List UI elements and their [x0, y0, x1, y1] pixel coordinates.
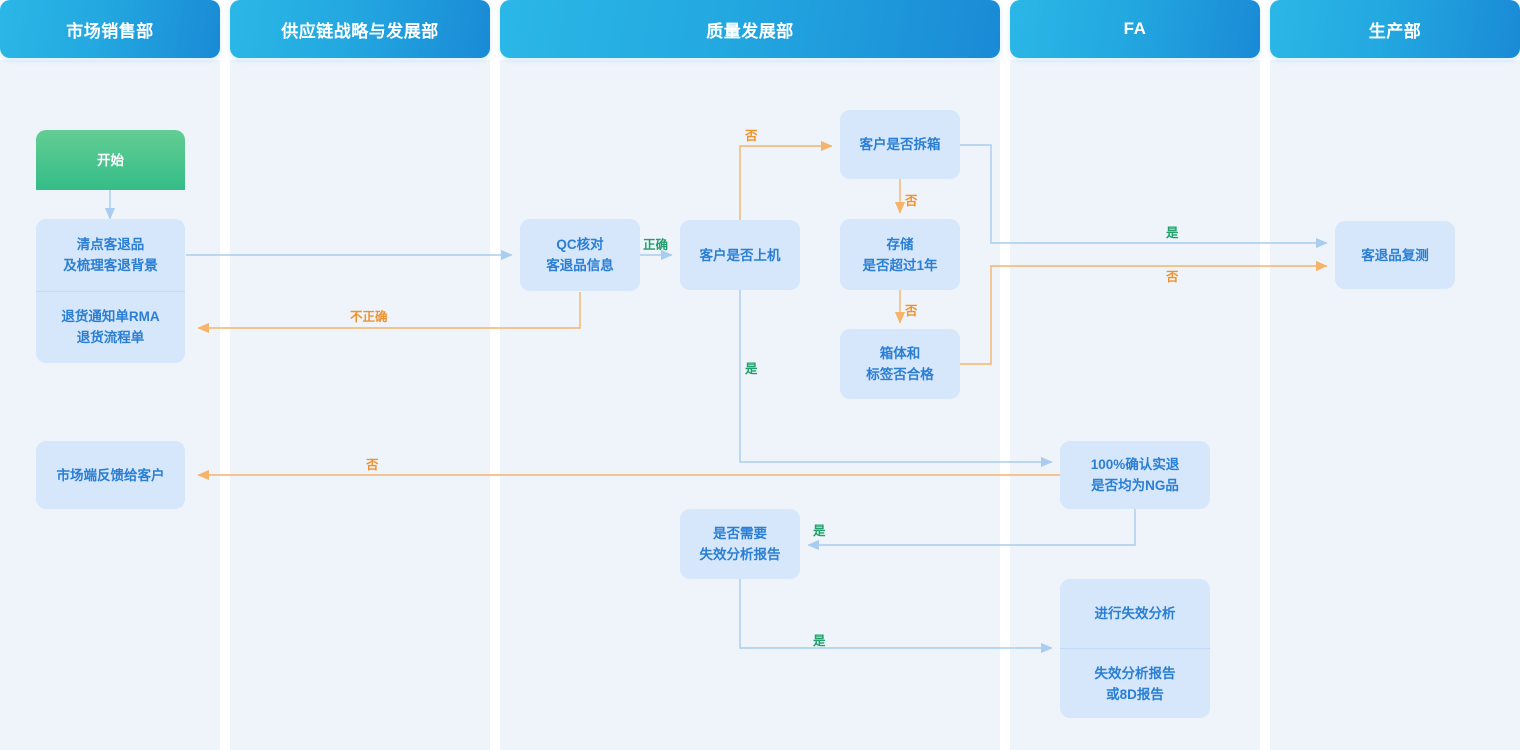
node-fa-report[interactable]: 失效分析报告 或8D报告	[1060, 648, 1210, 718]
node-label-line2: 及梳理客退背景	[63, 257, 158, 273]
node-label-line2: 失效分析报告	[699, 547, 781, 562]
lane-production-body	[1270, 60, 1520, 750]
edge-label-incorrect: 不正确	[350, 310, 388, 324]
lane-header-marketing[interactable]: 市场销售部	[0, 0, 220, 58]
node-label-line1: 失效分析报告	[1094, 665, 1176, 681]
lane-header-label: 市场销售部	[66, 21, 154, 41]
node-start[interactable]: 开始	[36, 130, 185, 190]
lane-header-label: FA	[1123, 19, 1147, 38]
edge-label-no-ng: 否	[366, 458, 379, 472]
edge-label-no-storage: 否	[905, 194, 918, 208]
lane-header-label: 生产部	[1368, 21, 1422, 41]
edge-label-yes-retest: 是	[1166, 226, 1179, 240]
node-customer-unpacked[interactable]: 客户是否拆箱	[840, 110, 960, 179]
node-confirm-ng[interactable]: 100%确认实退 是否均为NG品	[1060, 441, 1210, 509]
node-label-line2: 或8D报告	[1106, 686, 1164, 702]
edge-label-yes-need-fa: 是	[813, 524, 826, 538]
node-customer-used[interactable]: 客户是否上机	[680, 220, 800, 290]
lane-header-label: 质量发展部	[706, 21, 794, 41]
node-rma-form[interactable]: 退货通知单RMA 退货流程单	[36, 290, 185, 364]
edge-label-no-retest: 否	[1166, 270, 1179, 284]
edge-label-no-box: 否	[905, 304, 918, 318]
node-market-feedback[interactable]: 市场端反馈给客户	[36, 441, 185, 509]
node-label: 客退品复测	[1361, 247, 1429, 263]
node-box-label-ok[interactable]: 箱体和 标签否合格	[840, 329, 960, 399]
node-label: 进行失效分析	[1094, 606, 1176, 621]
edge-label-no-unpack: 否	[745, 129, 758, 143]
lane-header-supplychain[interactable]: 供应链战略与发展部	[230, 0, 490, 58]
node-label-line2: 标签否合格	[866, 367, 934, 382]
edge-label-yes-used: 是	[745, 362, 758, 376]
node-label: 客户是否拆箱	[859, 137, 941, 152]
node-label-line2: 退货流程单	[76, 330, 145, 346]
lane-header-quality[interactable]: 质量发展部	[500, 0, 1000, 58]
node-label-line1: 存储	[886, 236, 914, 252]
lane-header-label: 供应链战略与发展部	[281, 21, 439, 41]
lane-header-production[interactable]: 生产部	[1270, 0, 1520, 58]
lane-supplychain-body	[230, 60, 490, 750]
node-need-fa-report[interactable]: 是否需要 失效分析报告	[680, 509, 800, 579]
node-qc-check[interactable]: QC核对 客退品信息	[520, 219, 640, 291]
node-label: 开始	[97, 152, 124, 168]
node-label: 市场端反馈给客户	[56, 467, 165, 483]
node-label-line1: 100%确认实退	[1090, 457, 1180, 472]
edge-label-correct: 正确	[643, 238, 669, 252]
node-do-fa[interactable]: 进行失效分析	[1060, 579, 1210, 648]
node-label-line1: 清点客退品	[76, 236, 145, 252]
node-fa-stack[interactable]: 进行失效分析 失效分析报告 或8D报告	[1060, 579, 1210, 718]
edge-label-yes-do-fa: 是	[813, 634, 826, 648]
node-label-line1: 退货通知单RMA	[61, 309, 160, 325]
node-label-line1: 箱体和	[879, 346, 921, 361]
node-count-returns-stack[interactable]: 清点客退品 及梳理客退背景 退货通知单RMA 退货流程单	[36, 219, 185, 363]
node-label-line1: QC核对	[556, 237, 604, 252]
node-retest[interactable]: 客退品复测	[1335, 221, 1455, 289]
node-label-line2: 客退品信息	[546, 258, 614, 273]
node-label-line1: 是否需要	[713, 526, 767, 541]
node-label: 客户是否上机	[699, 247, 781, 263]
node-label-line2: 是否均为NG品	[1091, 478, 1179, 493]
node-storage-over-1y[interactable]: 存储 是否超过1年	[840, 219, 960, 290]
node-label-line2: 是否超过1年	[862, 257, 938, 273]
lane-header-fa[interactable]: FA	[1010, 0, 1260, 58]
node-count-returns[interactable]: 清点客退品 及梳理客退背景	[36, 219, 185, 291]
